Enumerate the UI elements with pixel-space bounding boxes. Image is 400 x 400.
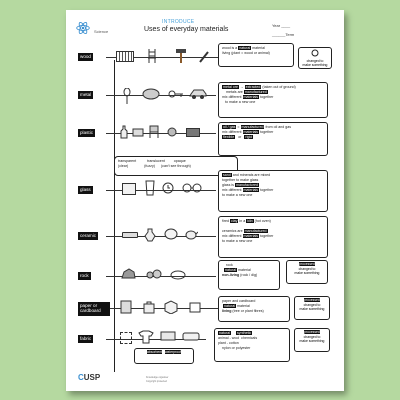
book-icon	[120, 300, 132, 314]
row-connector	[106, 236, 216, 237]
spoon-icon	[123, 88, 131, 104]
row-connector	[106, 95, 216, 96]
term-field: ______Term	[272, 32, 295, 37]
paper-process-box: processed changed to make something	[294, 296, 330, 320]
plastic-info-box: oil / gas = manufactured from oil and ga…	[218, 122, 328, 156]
rock-process-box: processed changed to make something	[286, 260, 328, 284]
page-title: Uses of everyday materials	[144, 26, 229, 33]
atom-icon	[76, 21, 90, 35]
row-connector	[106, 57, 246, 58]
material-label-fabric: fabric	[78, 335, 94, 343]
stones-icon	[146, 269, 162, 279]
tshirt-icon	[138, 330, 154, 344]
material-label-rock: rock	[78, 272, 91, 280]
chair-icon	[148, 49, 156, 63]
year-field: Year ____	[272, 23, 291, 28]
box-icon	[164, 300, 178, 314]
vase-icon	[144, 228, 156, 242]
fabric-info-box: natural synthetic animal - wool chemical…	[214, 328, 290, 362]
transparency-box: transparent translucent opaque (clear) (…	[114, 156, 238, 176]
unit-label: INTRODUCE	[162, 19, 195, 25]
pencil-icon	[199, 51, 209, 63]
material-label-metal: metal	[78, 91, 94, 99]
fabric-swatch-icon	[120, 332, 132, 344]
material-label-glass: glass	[78, 186, 93, 194]
material-label-plastic: plastic	[78, 129, 96, 137]
ceramic-info-box: fired clay in a kiln (hot oven) ceramics…	[218, 216, 328, 258]
glass-info-box: sand and minerals are mixed together to …	[218, 170, 328, 212]
pillows-icon	[182, 332, 200, 341]
material-label-paper: paper or cardboard	[78, 302, 110, 316]
wood-plank-icon	[116, 51, 134, 62]
bottle-icon	[120, 125, 128, 139]
wood-process-box: changed to make something	[298, 47, 332, 69]
fabric-property-box: absorbent waterproof	[134, 348, 194, 364]
worksheet: Science INTRODUCE Uses of everyday mater…	[66, 10, 344, 391]
card-icon	[186, 128, 200, 137]
brand-logo: CUSP	[78, 373, 101, 382]
pebbles-icon	[170, 270, 186, 280]
toy-icon	[167, 127, 177, 137]
connector-spine	[114, 60, 115, 372]
rock-icon	[121, 268, 136, 279]
row-connector	[106, 133, 216, 134]
row-connector	[106, 276, 216, 277]
tissue-icon	[189, 302, 201, 313]
wood-info-box: wood is a natural material living (plant…	[218, 43, 294, 67]
glass-cup-icon	[145, 180, 155, 196]
paper-info-box: paper and cardboard natural material liv…	[218, 296, 290, 322]
tin-icon	[142, 88, 160, 100]
glasses-icon	[182, 183, 202, 193]
towels-icon	[160, 331, 176, 341]
key-icon	[168, 90, 183, 98]
material-label-wood: wood	[78, 53, 93, 61]
clock-icon	[162, 182, 174, 194]
car-icon	[189, 89, 207, 99]
shopping-bag-icon	[143, 301, 155, 314]
hammer-icon	[176, 49, 186, 63]
window-icon	[122, 183, 136, 195]
footer-line-1: Knowledge organiser	[146, 376, 169, 379]
container-icon	[132, 128, 144, 137]
cog-icon	[311, 49, 319, 57]
row-connector	[106, 190, 216, 191]
plastic-chair-icon	[149, 125, 159, 138]
metal-info-box: metal ore → extracted (taken out of grou…	[218, 82, 328, 118]
teapot-icon	[185, 230, 198, 240]
subject-label: Science	[94, 29, 109, 34]
footer-line-2: Copyright protected	[146, 380, 167, 383]
tile-icon	[122, 232, 138, 238]
rock-info-box: rock natural material non-living (rock /…	[218, 260, 280, 290]
material-label-ceramic: ceramic	[78, 232, 99, 240]
plate-icon	[164, 228, 178, 240]
fabric-process-box: processed changed to make something	[294, 328, 330, 352]
row-connector	[106, 339, 206, 340]
